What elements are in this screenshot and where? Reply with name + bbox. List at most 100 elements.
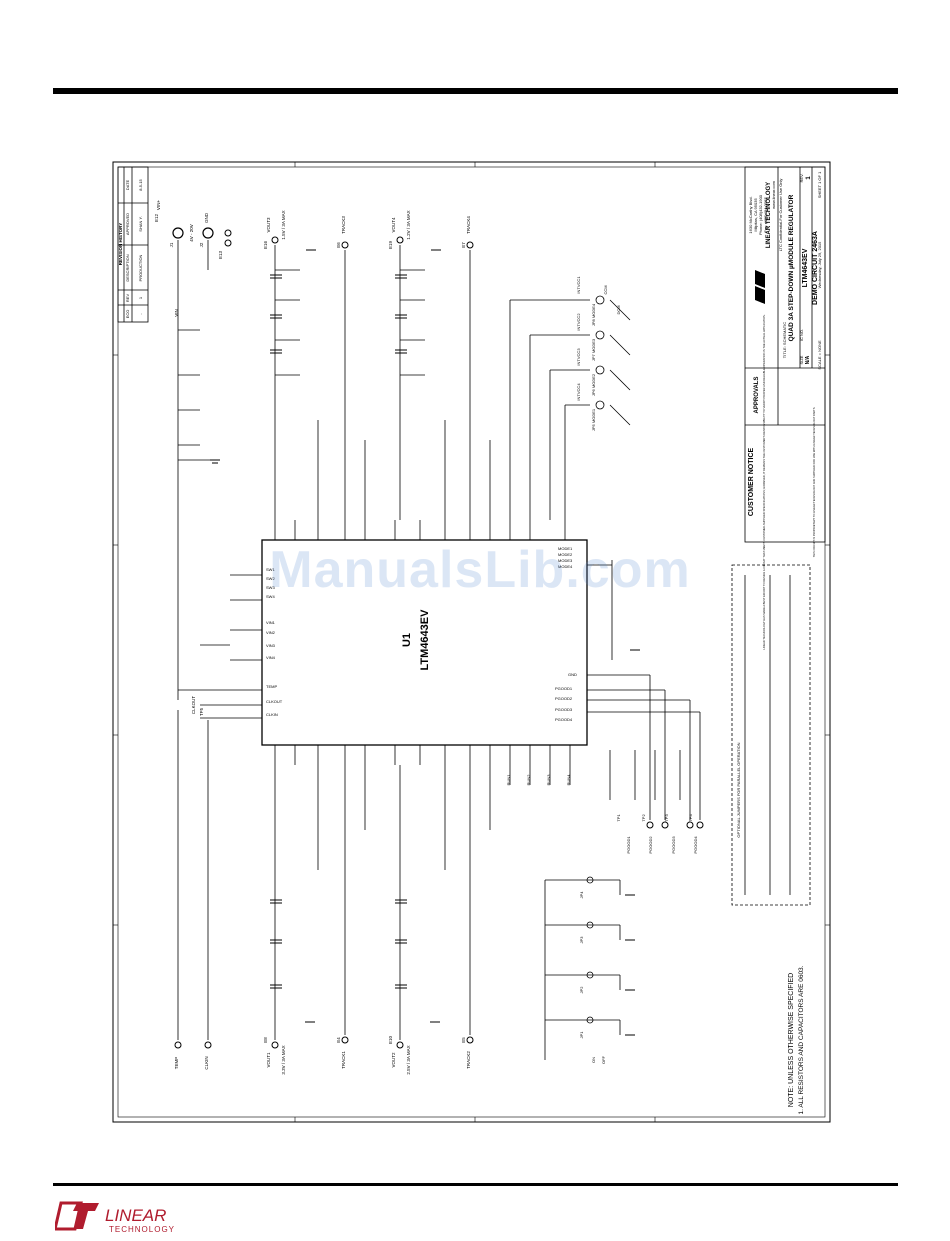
tb-demo: DEMO CIRCUIT 2463A [812, 231, 819, 305]
pgood-4: PGOOD4 [693, 836, 698, 854]
run-1: RUN1 [506, 774, 511, 786]
mode-jp5: JP5 MODE1 [591, 408, 596, 431]
rev-rev: 1 [138, 296, 143, 299]
pgood-tp2: TP2 [641, 814, 646, 822]
top-out-2-label: VOUT4 [391, 217, 396, 233]
input-j1: J1 [169, 242, 174, 247]
tb-date: Wednesday, July 29, 2015 [817, 241, 822, 289]
input-vinp: VIN+ [156, 200, 161, 211]
run-off: OFF [601, 1055, 606, 1064]
top-out-2-spec: 1.2V / 3A MAX [406, 210, 411, 239]
note-line2: 1. ALL RESISTORS AND CAPACITORS ARE 0603… [798, 965, 805, 1114]
top-out-1-track: TRACK3 [341, 216, 346, 234]
top-out-1-label: VOUT3 [266, 217, 271, 233]
note-line1: NOTE: UNLESS OTHERWISE SPECIFIED [788, 973, 795, 1107]
input-gnd: GND [204, 212, 209, 223]
tb-rev-label: REV. [799, 174, 804, 183]
tb-title: QUAD 3A STEP-DOWN µMODULE REGULATOR [788, 194, 795, 341]
ic-pin-vin3: VIN3 [266, 643, 276, 648]
pgood-tp3: TP3 [664, 814, 669, 822]
pgood-tp1: TP1 [616, 814, 621, 822]
tb-part: LTM4643EV [802, 248, 809, 287]
notice-body: LINEAR TECHNOLOGY HAS MADE A BEST EFFORT… [762, 314, 766, 650]
input-j2: J2 [199, 242, 204, 247]
rev-desc: PRODUCTION [138, 254, 143, 281]
ic-ref: U1 [401, 633, 413, 647]
side-clkout: CLKOUT [191, 696, 196, 715]
run-jp4: JP4 [579, 891, 584, 899]
bot-out-1-ref: E8 [263, 1037, 268, 1043]
mode-intvcc2: INTVCC2 [576, 313, 581, 331]
ic-pin-mode4: MODE4 [558, 564, 573, 569]
pgood-2: PGOOD2 [648, 836, 653, 854]
rev-col-eco: ECO [125, 310, 130, 319]
rev-approved: SHAN Y. [138, 216, 143, 231]
ic-pin-clkin: CLKIN [266, 712, 278, 717]
tb-size-val: N/A [805, 355, 811, 364]
run-4: RUN4 [566, 774, 571, 786]
mode-jp7: JP7 MODE3 [591, 338, 596, 361]
ic-pin-sw2: SW2 [266, 576, 275, 581]
rev-date: 8-5-15 [138, 178, 143, 190]
run-3: RUN3 [546, 774, 551, 786]
footer-rule [53, 1183, 898, 1186]
side-clkin: CLKIN [204, 1056, 209, 1069]
side-temp: TEMP [174, 1057, 179, 1070]
ic-pin-pgood3: PGOOD3 [555, 707, 573, 712]
bot-out-1-ref2: E4 [336, 1037, 341, 1043]
ic-part: LTM4643EV [419, 609, 431, 671]
bot-out-2-label: VOUT2 [391, 1052, 396, 1068]
rev-col-rev: REV [125, 294, 130, 303]
ic-pin-sw3: SW3 [266, 585, 275, 590]
top-out-2-ref: E19 [388, 241, 393, 250]
mode-intvcc4: INTVCC4 [576, 383, 581, 401]
bot-out-2-track: TRACK2 [466, 1051, 471, 1069]
run-on: ON [591, 1057, 596, 1063]
ic-pin-pgood1: PGOOD1 [555, 686, 573, 691]
linear-technology-logo: LINEAR TECHNOLOGY [55, 1201, 175, 1234]
footer-brand: LINEAR [105, 1206, 166, 1225]
ic-pin-pgood2: PGOOD2 [555, 696, 573, 701]
ic-pin-sw4: SW4 [266, 594, 275, 599]
ic-pin-temp: TEMP [266, 684, 277, 689]
bot-out-1-label: VOUT1 [266, 1052, 271, 1068]
input-spec: 4V - 20V [189, 224, 194, 242]
tb-title-label: TITLE: SCHEMATIC [782, 322, 787, 358]
ic-pin-clkout: CLKOUT [266, 699, 283, 704]
ic-pin-gnd: GND [568, 672, 577, 677]
ic-pin-mode1: MODE1 [558, 546, 573, 551]
side-tp5: TP5 [199, 707, 204, 716]
footer-sub: TECHNOLOGY [109, 1225, 175, 1234]
mode-intvcc1: INTVCC1 [576, 276, 581, 294]
tb-phone: Phone: (408)432-1900 [758, 194, 763, 235]
tb-fax: Fax: (408)434-0507 [763, 197, 768, 233]
top-out-2-ref2: E7 [461, 242, 466, 248]
tb-address1: 1630 McCarthy Blvd. [748, 196, 753, 233]
ic-pin-sw1: SW1 [266, 567, 275, 572]
rev-col-desc: DESCRIPTION [125, 254, 130, 281]
run-2: RUN2 [526, 774, 531, 786]
bot-out-2-ref2: E5 [461, 1037, 466, 1043]
ic-pin-vin2: VIN2 [266, 630, 276, 635]
jumpers-title: OPTIONAL JUMPERS FOR PARALLEL OPERATION [736, 742, 741, 837]
lt-logo-icon [55, 1201, 99, 1231]
rev-col-date: DATE [125, 179, 130, 190]
tb-sheet: SHEET 1 OF 1 [817, 171, 822, 198]
top-out-1-ref2: E6 [336, 242, 341, 248]
watermark: ManualsLib.com [269, 541, 691, 599]
ic-pin-mode2: MODE2 [558, 552, 573, 557]
top-out-1-ref: E16 [263, 241, 268, 250]
rev-eco: - [138, 313, 143, 315]
top-out-2-track: TRACK4 [466, 216, 471, 234]
mode-jp6: JP6 MODE2 [591, 373, 596, 396]
title-block-logo-icon [755, 270, 765, 304]
rev-header: REVISION HISTORY [118, 223, 123, 266]
tb-address2: Milpitas, CA 95035 [753, 198, 758, 232]
pgood-3: PGOOD3 [671, 836, 676, 854]
ic-pin-vin4: VIN4 [266, 655, 276, 660]
input-vin: VIN [174, 309, 179, 317]
bot-out-2-spec: 2.5V / 3A MAX [406, 1045, 411, 1074]
input-e13: E13 [218, 251, 223, 260]
tb-web: www.linear.com [771, 180, 776, 208]
